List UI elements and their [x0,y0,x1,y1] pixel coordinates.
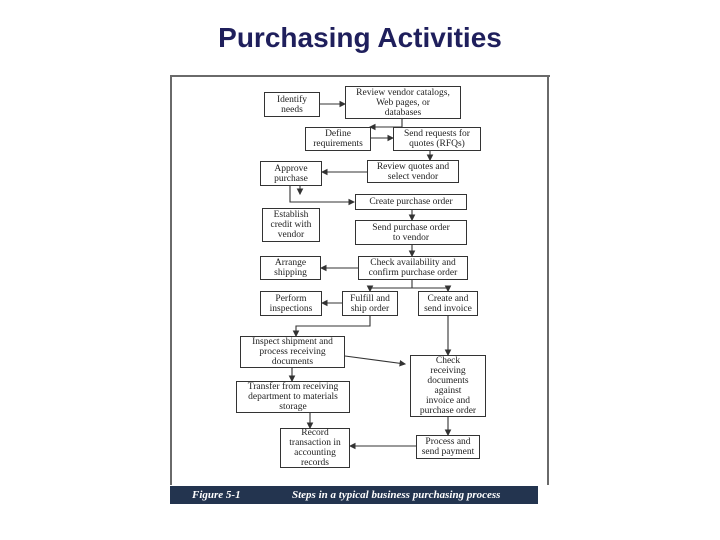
box-transfer-storage: Transfer from receiving department to ma… [236,381,350,413]
box-inspect-shipment: Inspect shipment and process receiving d… [240,336,345,368]
frame-left-line [170,75,172,485]
box-approve-purchase: Approve purchase [260,161,322,186]
box-identify-needs: Identify needs [264,92,320,117]
box-fulfill-ship: Fulfill and ship order [342,291,398,316]
box-review-quotes: Review quotes and select vendor [367,160,459,183]
box-check-receiving: Check receiving documents against invoic… [410,355,486,417]
arrow-approve-to-po [289,186,356,206]
figure-caption-number: Figure 5-1 [192,489,241,501]
box-send-rfqs: Send requests for quotes (RFQs) [393,127,481,151]
box-review-catalogs: Review vendor catalogs, Web pages, or da… [345,86,461,119]
arrow-check-to-fulfill [366,280,413,293]
arrow-inspect-to-receiving [344,355,407,367]
box-send-po: Send purchase order to vendor [355,220,467,245]
box-record-transaction: Record transaction in accounting records [280,428,350,468]
frame-top-line [170,75,550,77]
box-define-requirements: Define requirements [305,127,371,151]
frame-right-line [547,75,549,485]
slide-title: Purchasing Activities [218,22,502,53]
box-check-availability: Check availability and confirm purchase … [358,256,468,280]
arrow-review-to-define [368,118,403,131]
box-arrange-shipping: Arrange shipping [260,256,321,280]
box-create-invoice: Create and send invoice [418,291,478,316]
figure-caption-text: Steps in a typical business purchasing p… [292,489,501,501]
box-create-po: Create purchase order [355,194,467,210]
arrow-fulfill-to-inspect [292,316,371,338]
box-perform-inspections: Perform inspections [260,291,322,316]
box-process-payment: Process and send payment [416,435,480,459]
arrow-check-to-invoice [412,285,452,293]
box-establish-credit: Establish credit with vendor [262,208,320,242]
figure-caption: Figure 5-1 Steps in a typical business p… [170,486,538,504]
